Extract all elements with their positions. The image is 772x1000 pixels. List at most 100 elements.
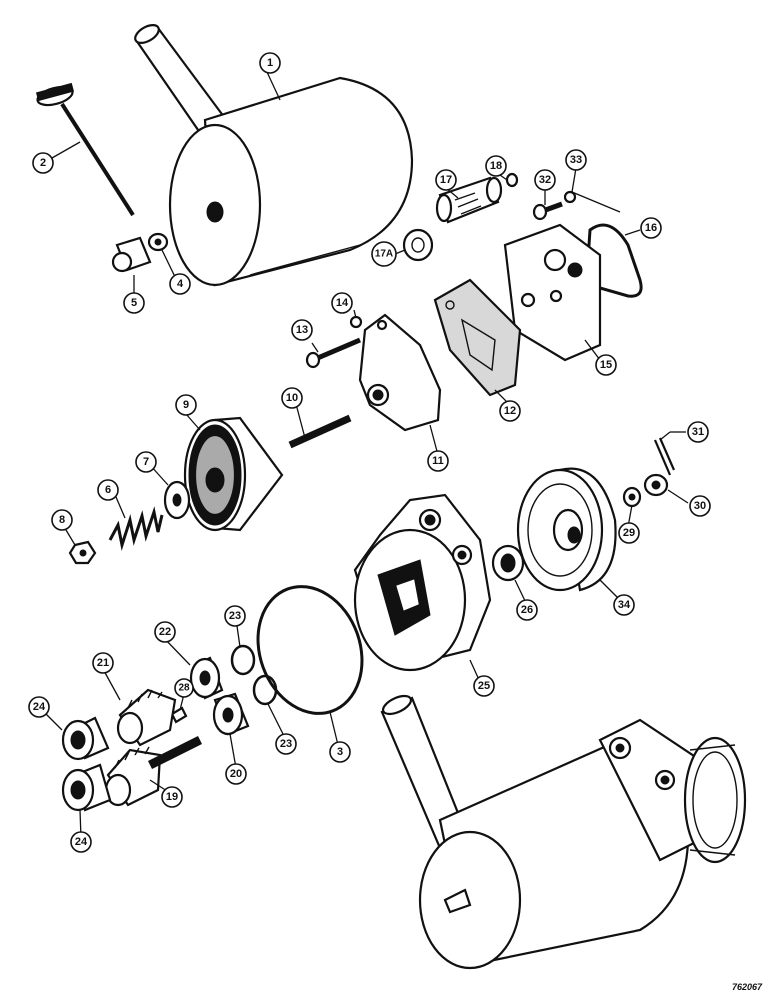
filter-element [183,416,284,532]
callout-23-upper-text: 23 [229,610,241,622]
callout-24-upper: 24 [28,696,50,718]
bushing-lower [212,692,250,736]
o-ring-small [505,172,519,188]
reservoir-canister [134,24,414,287]
callout-8-text: 8 [59,514,65,526]
callout-6: 6 [97,479,119,501]
callout-28-text: 28 [178,683,190,694]
callout-10: 10 [281,387,303,409]
callout-13-text: 13 [296,324,308,336]
spring [108,506,164,551]
callout-26-text: 26 [521,604,533,616]
callout-8: 8 [51,509,73,531]
callout-29: 29 [618,522,640,544]
drive-gear [104,735,203,807]
bushing-upper [189,656,224,700]
callout-11-text: 11 [432,455,444,467]
callout-18-text: 18 [490,160,502,172]
pulley-washer [622,486,642,508]
callout-18: 18 [485,155,507,177]
acorn-nut [111,236,152,273]
callout-10-text: 10 [286,392,298,404]
dipstick [35,82,135,217]
gasket [433,278,522,397]
o-ring-23-upper [230,644,256,676]
callout-29-text: 29 [623,527,635,539]
callout-31: 31 [687,421,709,443]
callout-32: 32 [534,169,556,191]
callout-9-text: 9 [183,399,189,411]
callout-30-text: 30 [694,500,706,512]
callout-22: 22 [154,621,176,643]
callout-3-text: 3 [337,746,343,758]
callout-15: 15 [595,354,617,376]
hex-nut [68,540,97,565]
callout-15-text: 15 [600,359,612,371]
callout-24-lower-text: 24 [75,836,88,848]
callout-19: 19 [161,786,183,808]
callout-14-text: 14 [336,297,349,309]
callout-12: 12 [499,400,521,422]
callout-14: 14 [331,292,353,314]
bearing-lower [61,763,112,812]
lock-washer [563,190,577,204]
screw [305,337,361,369]
callout-12-text: 12 [504,405,516,417]
callout-1-text: 1 [267,57,273,69]
callout-1: 1 [259,52,281,74]
callout-11: 11 [427,450,449,472]
callout-3: 3 [329,741,351,763]
callout-16-text: 16 [645,222,657,234]
cap-screw [532,201,563,221]
body-o-ring [256,585,364,715]
callout-20-text: 20 [230,768,242,780]
callout-17-text: 17 [440,174,452,186]
callout-5: 5 [123,292,145,314]
small-washer [349,315,363,329]
callout-7-text: 7 [143,456,149,468]
callout-6-text: 6 [105,484,111,496]
callout-4: 4 [169,273,191,295]
callout-23-lower: 23 [275,733,297,755]
callout-26: 26 [516,599,538,621]
callout-28: 28 [174,678,194,698]
callout-21: 21 [92,652,114,674]
callout-2-text: 2 [40,157,46,169]
castle-nut [643,473,669,497]
callout-5-text: 5 [131,297,137,309]
callout-4-text: 4 [177,278,184,290]
callout-32-text: 32 [539,174,551,186]
callout-20: 20 [225,763,247,785]
callout-17: 17 [435,169,457,191]
shaft-seal [491,544,525,582]
callout-17a: 17A [371,241,397,267]
callout-7: 7 [135,451,157,473]
figure-code: 762067 [731,982,762,992]
pump-body [353,493,492,672]
callout-23-upper: 23 [224,605,246,627]
valve-housing [358,313,442,432]
valve-nut [402,228,434,262]
callout-25-text: 25 [478,680,490,692]
assembled-pump [380,694,747,970]
callout-19-text: 19 [166,791,178,803]
callout-9: 9 [175,394,197,416]
washer [147,232,169,252]
retainer [163,480,191,520]
callout-16: 16 [640,217,662,239]
callout-24-lower: 24 [70,831,92,853]
o-ring-23-lower [252,674,278,706]
callout-21-text: 21 [97,657,109,669]
stud [288,414,352,449]
end-cover [503,223,602,362]
pulley [516,467,617,592]
callout-31-text: 31 [692,426,704,438]
callout-30: 30 [689,495,711,517]
cotter-pin [653,437,676,476]
callout-22-text: 22 [159,626,171,638]
callout-34: 34 [613,594,635,616]
woodruff-key [170,706,188,724]
callout-33: 33 [565,149,587,171]
callout-2: 2 [32,152,54,174]
